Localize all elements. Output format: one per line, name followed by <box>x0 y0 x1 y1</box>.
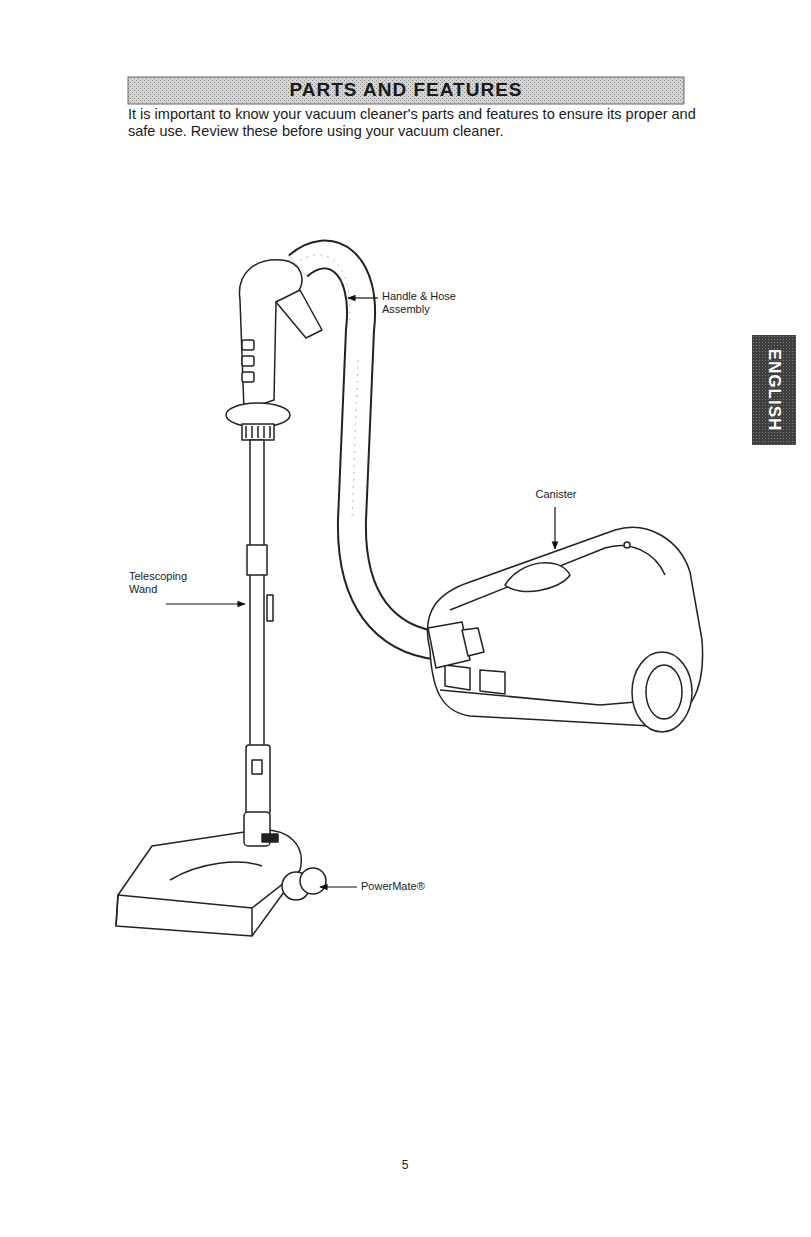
canister-body <box>427 527 702 726</box>
hose-ribs <box>352 360 358 520</box>
powermate-pedal <box>262 834 278 842</box>
canister-base-line <box>440 690 660 705</box>
canister-vent <box>480 670 505 694</box>
language-tab: ENGLISH <box>752 335 796 445</box>
powermate-body <box>116 830 301 936</box>
part-label: Telescoping Wand <box>129 570 205 596</box>
wand-slider <box>267 595 273 621</box>
powermate-wheel <box>300 868 326 894</box>
leader-lines <box>166 298 555 887</box>
powermate-stripe <box>170 862 262 880</box>
leader-line <box>166 603 245 604</box>
wand-release <box>252 760 262 774</box>
page-number: 5 <box>395 1158 415 1172</box>
handle-outlet <box>276 290 322 338</box>
handle-swivel <box>242 424 274 440</box>
canister-lid-line <box>450 546 665 610</box>
wand-collar <box>247 545 267 575</box>
tab-text: ENGLISH <box>764 349 784 432</box>
part-label: Canister <box>531 488 581 501</box>
page-title: PARTS AND FEATURES <box>128 79 684 102</box>
title-banner <box>128 77 684 104</box>
handle-button <box>242 356 254 366</box>
leader-line <box>554 507 555 549</box>
hose-cuff-tip <box>462 628 484 656</box>
canister-button <box>624 542 630 548</box>
wand-tube <box>250 440 264 760</box>
hose-cuff <box>428 622 470 668</box>
intro-text: It is important to know your vacuum clea… <box>128 106 698 141</box>
handle-button <box>242 340 254 350</box>
powermate-front <box>116 895 252 936</box>
part-label: PowerMate® <box>361 880 441 893</box>
leader-line <box>348 297 378 298</box>
handle-button <box>242 372 254 382</box>
vacuum-drawing <box>116 255 703 936</box>
swivel-ridges <box>246 426 270 438</box>
canister-hub <box>646 665 682 719</box>
canister-wheel <box>632 652 692 732</box>
canister-window <box>505 563 570 592</box>
canister-vent <box>445 665 470 690</box>
leader-line <box>320 886 357 887</box>
wand-lower-collar <box>246 745 270 815</box>
handle-grip <box>239 260 301 410</box>
part-label: Handle & Hose Assembly <box>382 290 464 316</box>
